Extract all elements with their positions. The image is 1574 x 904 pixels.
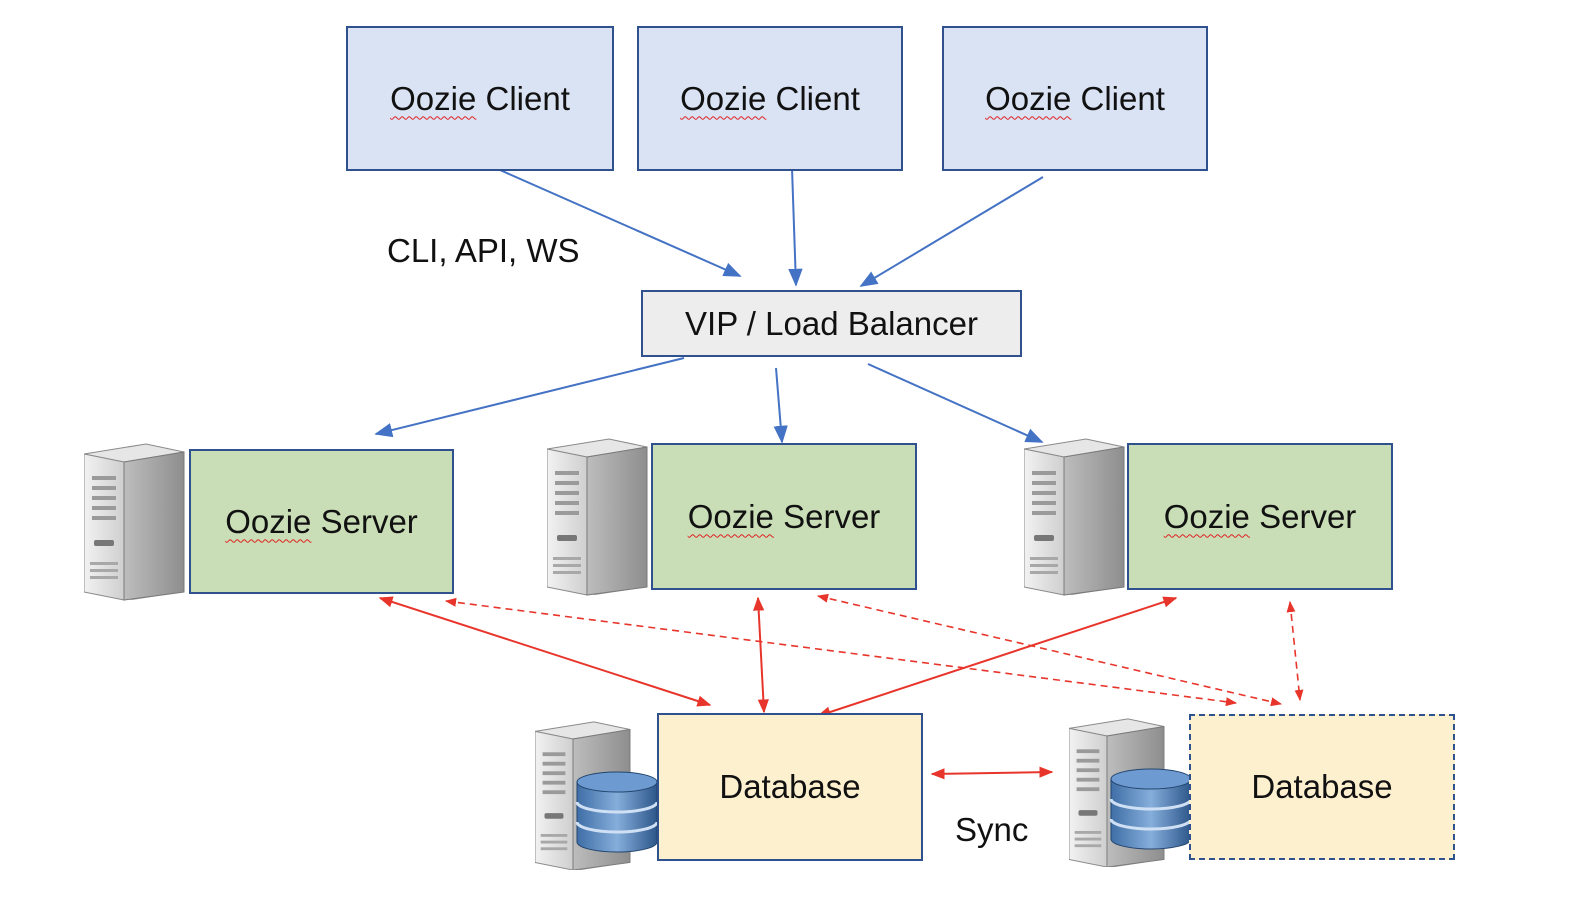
- oozie-client-box-1: Oozie Client: [346, 26, 614, 171]
- server3-db2-link: [1286, 600, 1304, 702]
- lb-to-server1-arrow: [374, 357, 685, 438]
- lb-to-server2-arrow: [773, 367, 788, 444]
- db-sync-link: [930, 766, 1054, 780]
- database-box-primary: Database: [657, 713, 923, 861]
- oozie-client-box-2: Oozie Client: [637, 26, 903, 171]
- server3-db1-link: [816, 596, 1178, 718]
- oozie-client-box-3: Oozie Client: [942, 26, 1208, 171]
- server2-db2-link: [816, 593, 1283, 707]
- client-word: Oozie: [680, 79, 767, 117]
- client-word: Oozie: [985, 79, 1072, 117]
- database-label: Database: [719, 768, 861, 805]
- server-tower-icon: [547, 438, 648, 596]
- oozie-server-box-1: Oozie Server: [189, 449, 454, 594]
- server-label: Server: [311, 502, 418, 540]
- server2-db1-link: [753, 596, 769, 714]
- sync-label: Sync: [955, 811, 1029, 848]
- server-label: Server: [1249, 497, 1357, 535]
- server-word: Oozie: [687, 497, 774, 535]
- client3-to-lb-arrow: [859, 176, 1044, 287]
- client1-to-lb-arrow: [499, 169, 742, 277]
- protocol-label: CLI, API, WS: [387, 232, 580, 269]
- client2-to-lb-arrow: [788, 167, 803, 287]
- database-box-replica: Database: [1189, 714, 1455, 860]
- database-server-icon: [535, 721, 659, 870]
- server-word: Oozie: [225, 502, 312, 540]
- database-server-icon: [1069, 718, 1193, 867]
- server-tower-icon: [1024, 438, 1125, 596]
- lb-to-server3-arrow: [867, 363, 1044, 443]
- load-balancer-label: VIP / Load Balancer: [685, 304, 978, 342]
- oozie-server-box-2: Oozie Server: [651, 443, 917, 590]
- load-balancer-box: VIP / Load Balancer: [641, 290, 1022, 357]
- server-label: Server: [773, 497, 881, 535]
- client-label: Client: [766, 79, 860, 117]
- server-tower-icon: [84, 443, 185, 601]
- oozie-server-box-3: Oozie Server: [1127, 443, 1393, 590]
- client-word: Oozie: [390, 79, 477, 117]
- database-label: Database: [1251, 768, 1393, 805]
- server-word: Oozie: [1163, 497, 1250, 535]
- client-label: Client: [1071, 79, 1165, 117]
- client-label: Client: [476, 79, 570, 117]
